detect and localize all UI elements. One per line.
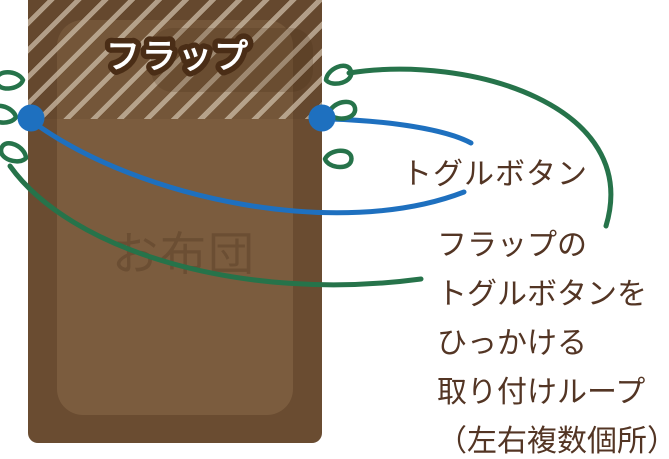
flap-hatched-area [28, 0, 322, 119]
attachment-loop-icon [0, 103, 19, 125]
pointer-line-right-button [327, 116, 474, 146]
annotation-line: ひっかける [437, 327, 587, 360]
pointer-line-left-button [30, 119, 467, 216]
toggle-button-icon [17, 104, 45, 132]
toggle-button-annotation: トグルボタン [402, 158, 588, 191]
pointer-line-left-loop [7, 163, 424, 288]
attachment-loop-icon [0, 141, 29, 164]
pointer-arc-right-loop [346, 66, 614, 229]
attachment-loop-icon [0, 70, 26, 91]
attachment-loop-annotation: フラップの トグルボタンを ひっかける 取り付けループ （左右複数個所） [437, 221, 669, 459]
annotation-line: トグルボタンを [437, 278, 647, 311]
attachment-loop-icon [323, 63, 354, 86]
annotation-line: 取り付けループ [437, 376, 646, 409]
flap-stitch-plate [151, 28, 313, 92]
annotation-line: （左右複数個所） [437, 425, 669, 458]
annotation-line: フラップの [437, 229, 587, 262]
flap-label: フラップ [106, 38, 250, 76]
attachment-loop-icon [326, 99, 358, 121]
toggle-button-icon [308, 104, 336, 132]
attachment-loop-icon [322, 148, 354, 170]
